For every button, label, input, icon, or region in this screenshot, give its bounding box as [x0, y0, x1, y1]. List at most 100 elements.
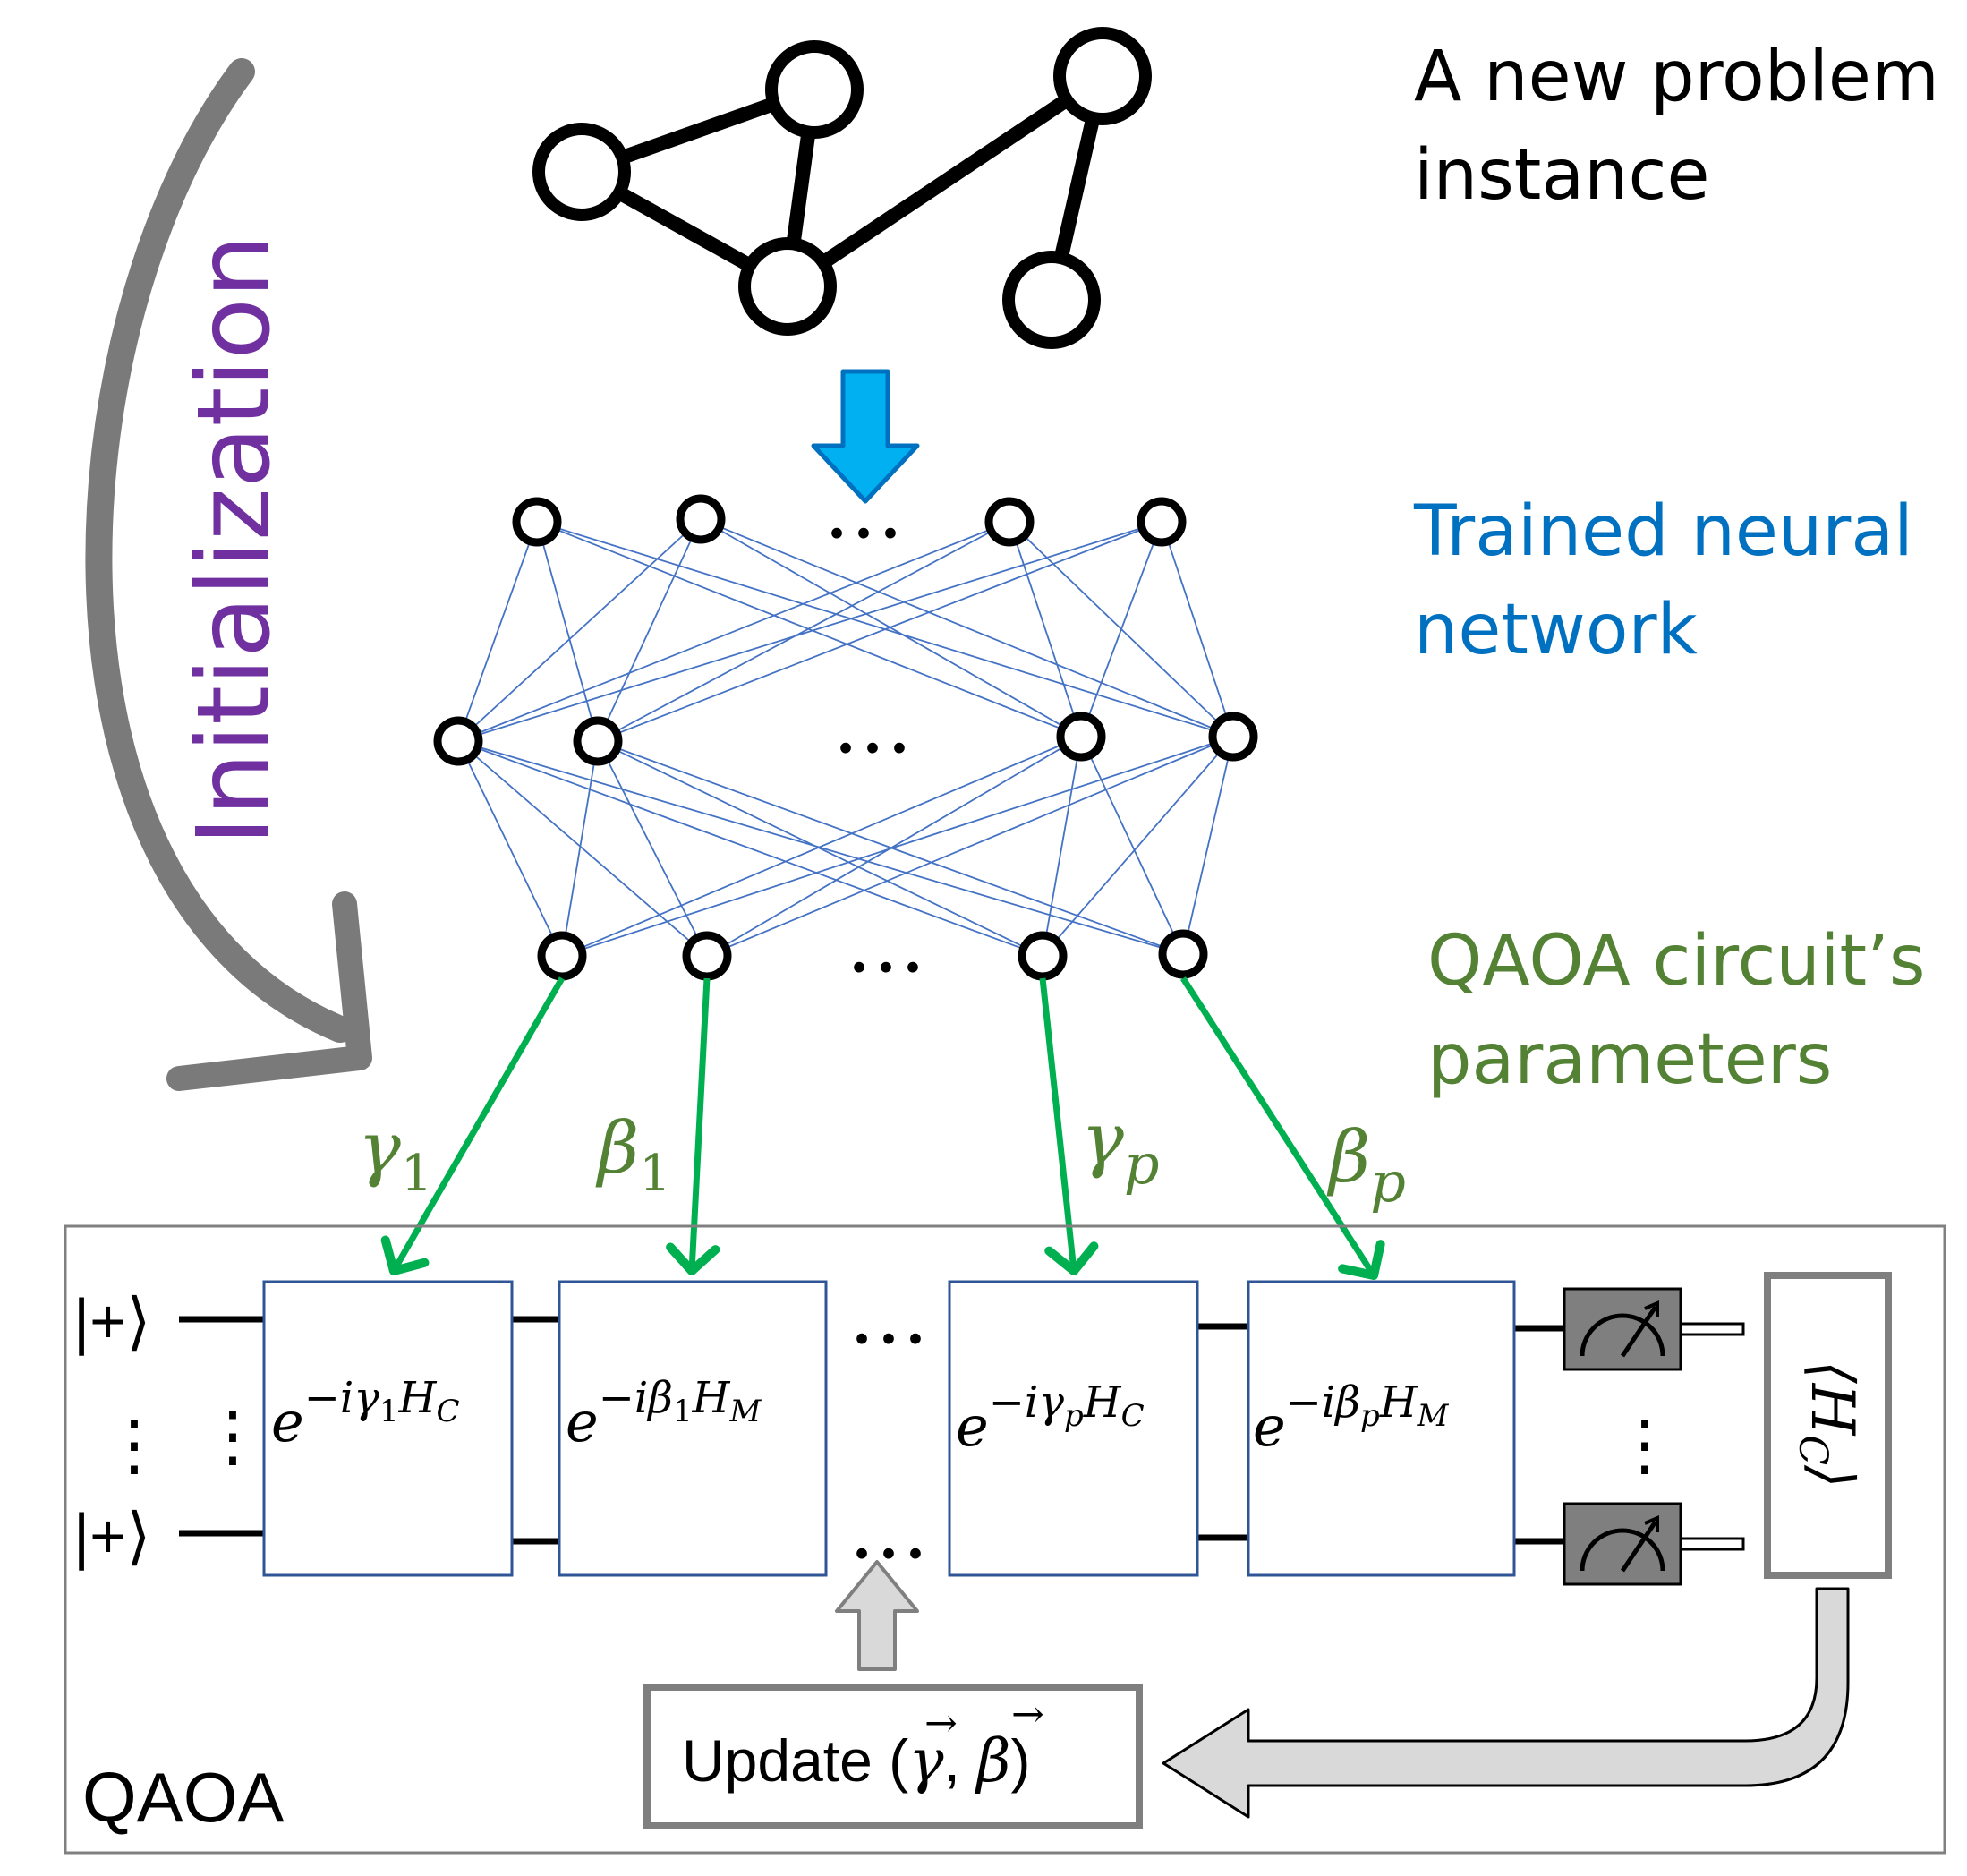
expectation-label: ⟨HC⟩: [1790, 1360, 1867, 1488]
initialization-arrow-shaft: [85, 58, 353, 1043]
trained-nn-label-line1: Trained neural: [1413, 491, 1913, 572]
nn-edge: [1009, 521, 1082, 738]
param-label-gamma-p: γp: [1081, 1097, 1160, 1197]
nn-node: [433, 716, 483, 766]
gate-box: [262, 1280, 514, 1577]
nn-edge: [1161, 521, 1234, 738]
nn-node: [1137, 497, 1187, 547]
nn-edge: [597, 521, 1162, 742]
nn-node: [537, 931, 587, 981]
nn-node: [573, 716, 623, 766]
param-arrow-gamma-p: [1039, 977, 1099, 1276]
qaoa-params-label-line2: parameters: [1427, 1019, 1832, 1100]
initialization-arrow-head: [166, 891, 372, 1091]
gate-box: [948, 1280, 1199, 1577]
nn-node: [1018, 931, 1068, 981]
param-label-gamma-1: γ1: [358, 1106, 432, 1203]
qubit-state-top: |+⟩: [73, 1286, 150, 1356]
gate-gamma-1: e−iγ1HC: [262, 1280, 514, 1577]
nn-node: [676, 494, 726, 544]
graph-node: [532, 123, 631, 221]
nn-edge: [561, 740, 599, 957]
nn-node: [512, 497, 562, 547]
nn-ellipsis-2: …: [832, 678, 913, 772]
qaoa-container: [64, 1224, 1946, 1855]
nn-edge: [457, 740, 1043, 957]
update-box: Update (γ, β) → →: [643, 1684, 1143, 1829]
input-arrow: [811, 369, 920, 504]
param-arrow-beta-1: [666, 977, 720, 1276]
qaoa-container-label: QAOA: [82, 1758, 284, 1837]
nn-ellipsis-3: …: [846, 897, 926, 991]
meter-icon-bottom: [1563, 1502, 1745, 1586]
param-arrow-gamma-1: [380, 976, 566, 1276]
graph-node: [1002, 251, 1101, 349]
qubit-vdots-left: ⋮: [100, 1404, 168, 1484]
expectation-box: ⟨HC⟩: [1764, 1272, 1892, 1579]
nn-ellipsis-1: …: [823, 463, 904, 557]
gates-ellipsis-bottom: …: [848, 1483, 929, 1577]
new-problem-label-line2: instance: [1414, 135, 1709, 216]
nn-node: [1056, 712, 1106, 762]
nn-node: [984, 497, 1035, 547]
param-label-beta-p: βp: [1326, 1115, 1406, 1215]
gate-box: [1247, 1280, 1516, 1577]
nn-edge: [457, 518, 702, 742]
nn-edge: [1182, 736, 1234, 955]
nn-node: [1208, 712, 1258, 762]
gate-beta-1: e−iβ1HM: [558, 1280, 828, 1577]
parameter-arrows: [380, 976, 1385, 1281]
qaoa-params-label-line1: QAOA circuit’s: [1427, 921, 1925, 1002]
nn-edge: [597, 518, 702, 742]
nn-edge: [597, 740, 1043, 957]
nn-edge: [597, 521, 1010, 742]
meter-vdots: ⋮: [1611, 1404, 1679, 1484]
graph-node: [738, 237, 837, 336]
meter-icon-top: [1563, 1287, 1745, 1371]
trained-nn-label-line2: network: [1414, 590, 1698, 670]
nn-edge: [457, 521, 538, 742]
nn-edge: [1042, 736, 1082, 957]
nn-edge: [700, 518, 1234, 738]
nn-edge: [597, 740, 708, 957]
nn-edge: [457, 740, 563, 957]
nn-edge: [561, 736, 1234, 957]
initialization-label: Initialization: [176, 234, 293, 846]
nn-edge: [1080, 736, 1184, 955]
vector-arrow-beta: →: [1011, 1692, 1044, 1737]
nn-edge: [561, 736, 1082, 957]
qubit-wires: [179, 1316, 1564, 1545]
nn-edge: [706, 736, 1234, 957]
new-problem-label-line1: A new problem: [1414, 37, 1939, 117]
qubit-state-bottom: |+⟩: [73, 1501, 150, 1571]
nn-node: [682, 931, 732, 981]
nn-edge: [1042, 736, 1234, 957]
graph-edge: [783, 70, 1107, 293]
qubit-vdots-right: ⋮: [199, 1395, 267, 1475]
gate-beta-p: e−iβpHM: [1247, 1280, 1516, 1577]
gate-label: e−iγpHC: [956, 1377, 1145, 1459]
gates-ellipsis-top: …: [848, 1268, 929, 1362]
nn-edge: [457, 521, 1162, 742]
nn-nodes: [433, 494, 1258, 981]
graph-node: [765, 40, 864, 139]
nn-edge: [457, 740, 1184, 955]
nn-node: [1158, 929, 1208, 979]
graph-nodes: [532, 27, 1152, 349]
update-label: Update (γ, β): [682, 1727, 1030, 1795]
nn-edge: [457, 740, 708, 957]
vector-arrow-gamma: →: [924, 1701, 958, 1746]
gate-box: [558, 1280, 828, 1577]
gate-label: e−iγ1HC: [271, 1373, 459, 1454]
gate-gamma-p: e−iγpHC: [948, 1280, 1199, 1577]
update-arrow: [835, 1560, 919, 1671]
nn-edge: [706, 736, 1082, 957]
param-label-beta-1: β1: [595, 1106, 671, 1203]
gate-label: e−iβ1HM: [566, 1373, 762, 1454]
initialization-arrow: [85, 58, 372, 1091]
nn-edge: [1080, 521, 1162, 738]
gate-label: e−iβpHM: [1253, 1377, 1450, 1459]
nn-edge: [457, 521, 1010, 742]
graph-node: [1053, 27, 1152, 125]
